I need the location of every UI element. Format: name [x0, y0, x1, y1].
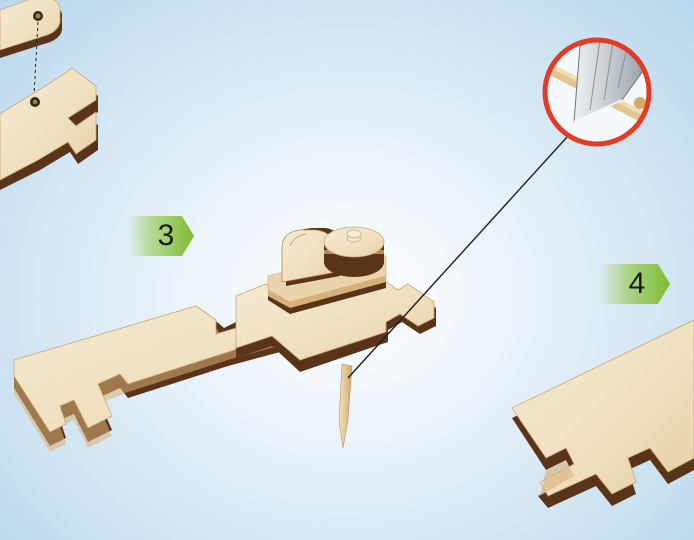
step-4-badge: 4 — [610, 264, 668, 304]
step-3-number: 3 — [147, 216, 185, 256]
step-3-assembly — [14, 227, 436, 452]
step-4-plate — [512, 320, 694, 508]
step-3-badge: 3 — [139, 216, 197, 256]
utility-knife-blade-icon — [540, 30, 668, 150]
step-4-number: 4 — [618, 264, 656, 304]
previous-step-assembly — [0, 0, 98, 190]
